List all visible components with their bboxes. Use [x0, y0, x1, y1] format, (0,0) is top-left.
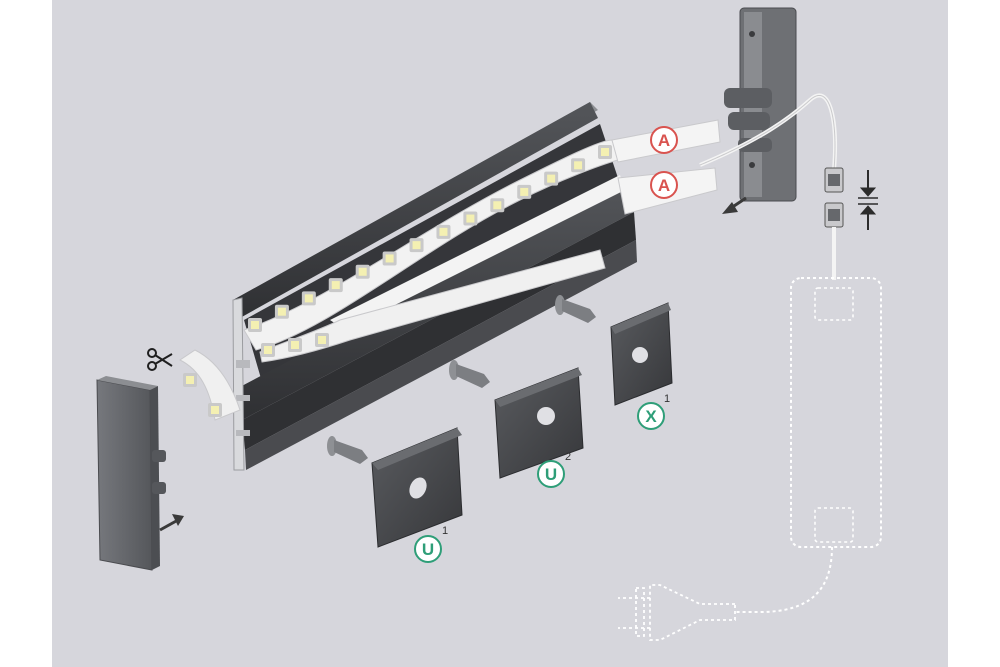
- led-emitter: [412, 241, 421, 250]
- led-emitter: [277, 307, 286, 316]
- endcap-arrow-icon: [159, 514, 184, 532]
- arrow-icon: [722, 196, 747, 214]
- led-emitter: [466, 214, 475, 223]
- scissors-icon: [147, 348, 173, 371]
- led-emitter: [385, 254, 394, 263]
- screw-icon: [327, 295, 596, 464]
- badge-a-bottom: A: [650, 171, 678, 199]
- clip-u1: [371, 427, 463, 548]
- clip-u2: [494, 367, 584, 479]
- led-emitter: [251, 321, 259, 329]
- led-emitter: [186, 376, 194, 384]
- badge-x1: X 1: [637, 393, 670, 430]
- compress-arrows-icon: [858, 170, 878, 230]
- svg-text:U: U: [545, 465, 557, 484]
- led-driver: [790, 277, 882, 548]
- led-strip-bottom: [179, 249, 606, 421]
- svg-text:1: 1: [442, 525, 448, 537]
- led-emitter: [601, 148, 609, 156]
- svg-text:U: U: [422, 540, 434, 559]
- led-emitter: [291, 341, 299, 349]
- led-emitter: [547, 174, 556, 183]
- clip-x1: [610, 302, 673, 406]
- led-emitter: [211, 406, 219, 414]
- svg-text:2: 2: [565, 451, 571, 463]
- diffuser-cover: [330, 175, 625, 330]
- led-emitter: [493, 201, 502, 210]
- badge-u2: U 2: [537, 451, 571, 488]
- led-emitter: [439, 227, 448, 236]
- badge-a-top: A: [650, 126, 678, 154]
- led-emitter: [574, 161, 583, 170]
- led-emitter: [318, 336, 326, 344]
- svg-text:1: 1: [664, 393, 670, 405]
- wall-mount-plate: [724, 7, 797, 202]
- power-plug-icon: [618, 584, 736, 641]
- led-emitter: [264, 346, 272, 354]
- svg-text:A: A: [658, 176, 670, 195]
- end-cap: [96, 376, 166, 571]
- led-emitter: [520, 187, 529, 196]
- svg-text:X: X: [645, 407, 657, 426]
- svg-text:A: A: [658, 131, 670, 150]
- led-emitter: [358, 267, 367, 276]
- led-emitter: [331, 281, 340, 290]
- badge-u1: U 1: [414, 525, 448, 563]
- led-emitter: [304, 294, 313, 303]
- strip-cable: [699, 93, 837, 171]
